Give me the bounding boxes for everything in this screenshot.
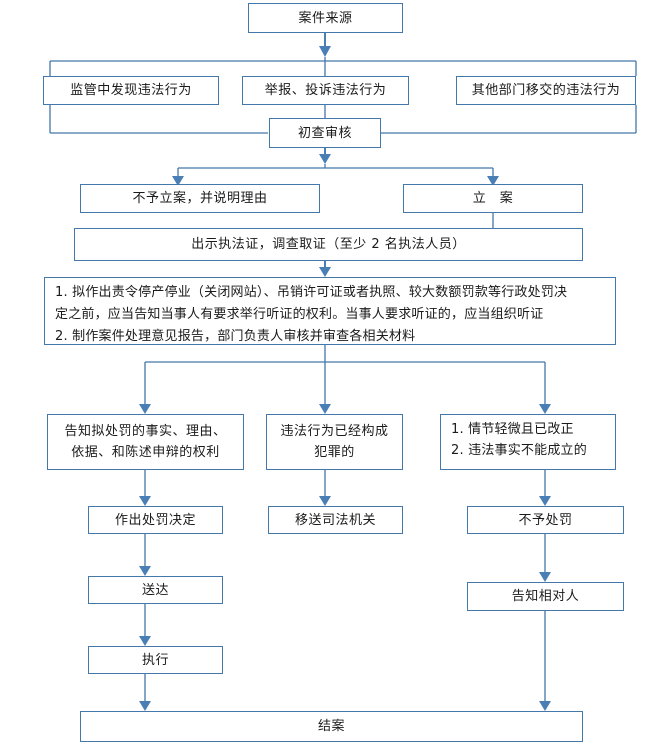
node-constitutes-crime-line1: 违法行为已经构成	[280, 424, 389, 439]
node-preliminary-review-label: 初查审核	[297, 125, 352, 141]
node-execute-label: 执行	[141, 652, 169, 668]
node-no-filing[interactable]: 不予立案，并说明理由	[80, 184, 320, 213]
node-penalty-decision-label: 作出处罚决定	[114, 512, 196, 528]
node-preliminary-review[interactable]: 初查审核	[269, 118, 381, 148]
node-case-source[interactable]: 案件来源	[248, 3, 403, 33]
node-source-supervision-label: 监管中发现违法行为	[70, 83, 192, 98]
node-close-case[interactable]: 结案	[80, 711, 583, 742]
node-filing-label: 立 案	[472, 191, 514, 206]
node-notify-party-label: 告知相对人	[511, 589, 580, 604]
node-constitutes-crime[interactable]: 违法行为已经构成 犯罪的	[266, 414, 403, 470]
node-source-supervision[interactable]: 监管中发现违法行为	[43, 76, 219, 105]
node-notify-rights-line2: 依据、和陈述申辩的权利	[71, 445, 220, 460]
node-source-transfer[interactable]: 其他部门移交的违法行为	[456, 76, 636, 105]
node-minor-case-line2: 2. 违法事实不能成立的	[451, 443, 587, 458]
node-procedure-notes-line2: 定之前，应当告知当事人有要求举行听证的权利。当事人要求听证的，应当组织听证	[55, 307, 544, 322]
node-judicial-transfer[interactable]: 移送司法机关	[268, 506, 403, 534]
node-notify-rights[interactable]: 告知拟处罚的事实、理由、 依据、和陈述申辩的权利	[47, 414, 244, 470]
node-minor-case-line1: 1. 情节轻微且已改正	[451, 422, 574, 437]
node-procedure-notes-line1: 1. 拟作出责令停产停业（关闭网站）、吊销许可证或者执照、较大数额罚款等行政处罚…	[55, 285, 568, 300]
node-service-label: 送达	[141, 582, 169, 598]
node-notify-rights-line1: 告知拟处罚的事实、理由、	[64, 424, 227, 439]
node-source-report[interactable]: 举报、投诉违法行为	[242, 76, 409, 105]
node-case-source-label: 案件来源	[298, 10, 353, 26]
node-source-transfer-label: 其他部门移交的违法行为	[471, 83, 621, 98]
node-execute[interactable]: 执行	[88, 646, 223, 674]
node-minor-case[interactable]: 1. 情节轻微且已改正 2. 违法事实不能成立的	[440, 414, 616, 470]
node-no-penalty[interactable]: 不予处罚	[467, 506, 624, 534]
node-penalty-decision[interactable]: 作出处罚决定	[88, 506, 223, 534]
node-source-report-label: 举报、投诉违法行为	[264, 83, 387, 98]
node-no-filing-label: 不予立案，并说明理由	[132, 191, 268, 206]
node-evidence-collection-label: 出示执法证，调查取证（至少 2 名执法人员）	[191, 237, 466, 252]
node-constitutes-crime-line2: 犯罪的	[314, 445, 355, 460]
node-notify-party[interactable]: 告知相对人	[467, 582, 624, 611]
node-procedure-notes-line3: 2. 制作案件处理意见报告，部门负责人审核并审查各相关材料	[55, 329, 416, 344]
node-no-penalty-label: 不予处罚	[518, 512, 573, 528]
node-judicial-transfer-label: 移送司法机关	[294, 512, 376, 528]
node-procedure-notes[interactable]: 1. 拟作出责令停产停业（关闭网站）、吊销许可证或者执照、较大数额罚款等行政处罚…	[44, 277, 616, 345]
node-filing[interactable]: 立 案	[403, 184, 583, 213]
node-evidence-collection[interactable]: 出示执法证，调查取证（至少 2 名执法人员）	[74, 228, 583, 261]
node-service[interactable]: 送达	[88, 576, 223, 604]
node-close-case-label: 结案	[317, 719, 345, 734]
